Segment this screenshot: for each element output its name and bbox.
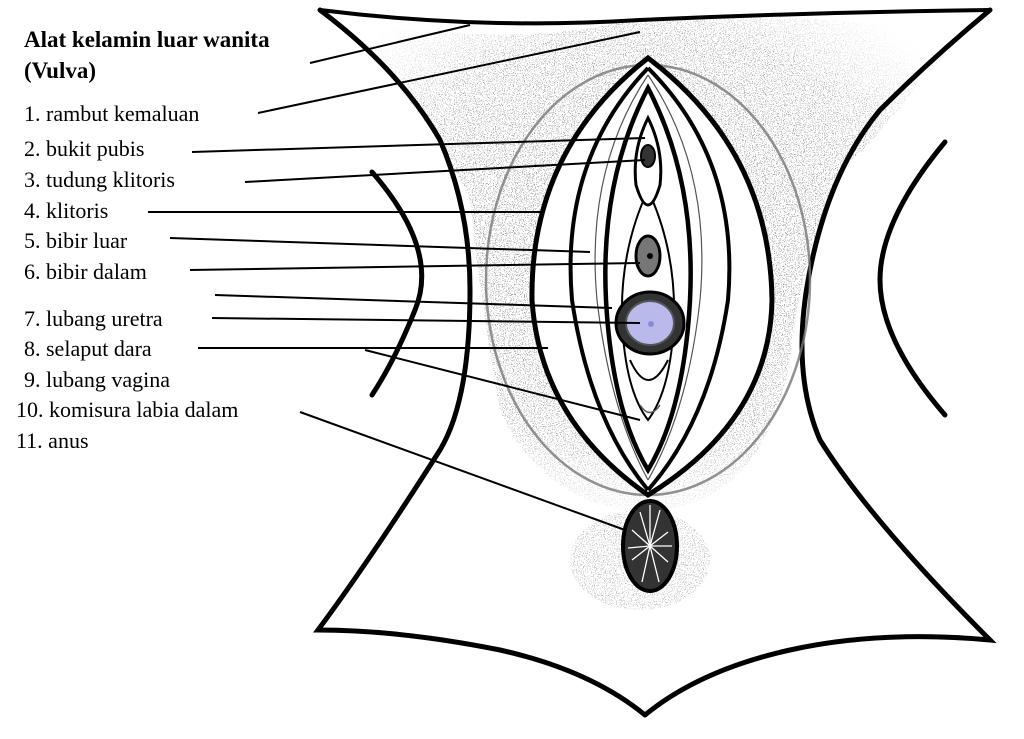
label-anus: 11. anus	[16, 428, 89, 453]
clitoris	[640, 144, 656, 168]
leader-extra	[214, 294, 613, 309]
label-bibir-luar: 5. bibir luar	[24, 228, 128, 253]
labia-majora-inner-right	[646, 66, 732, 492]
leader-3	[244, 159, 646, 183]
leader-5	[169, 237, 591, 253]
fold-thin-left	[594, 74, 649, 481]
label-bukit-pubis: 2. bukit pubis	[24, 136, 145, 161]
label-lubang-uretra: 7. lubang uretra	[24, 306, 163, 331]
label-bibir-dalam: 6. bibir dalam	[24, 259, 147, 284]
urethral-dot	[647, 253, 653, 259]
leader-6	[189, 262, 641, 271]
leader-7	[211, 317, 641, 324]
label-klitoris: 4. klitoris	[24, 198, 109, 223]
right-body-outline	[642, 7, 997, 718]
leader-2	[191, 137, 646, 153]
leader-lines	[148, 24, 646, 531]
leader-9	[364, 349, 641, 421]
leader-1	[309, 24, 471, 64]
leader-1b	[257, 31, 641, 114]
posterior-commissure	[629, 359, 669, 381]
label-tudung-klitoris: 3. tudung klitoris	[24, 167, 175, 192]
label-selaput-dara: 8. selaput dara	[24, 336, 152, 361]
right-thigh-curve	[877, 139, 948, 418]
diagram-title: Alat kelamin luar wanita (Vulva)	[24, 24, 354, 86]
title-line-1: Alat kelamin luar wanita	[24, 27, 270, 52]
fold-thin-right	[647, 74, 703, 481]
top-outline	[319, 8, 991, 26]
anus-folds	[627, 505, 672, 583]
left-body-outline	[313, 7, 648, 718]
label-komisura-labia-dalam: 10. komisura labia dalam	[16, 397, 239, 422]
label-lubang-vagina: 9. lubang vagina	[24, 367, 171, 392]
label-rambut-kemaluan: 1. rambut kemaluan	[24, 101, 200, 126]
title-line-2: (Vulva)	[24, 58, 96, 83]
labia-majora-inner-left	[568, 66, 650, 492]
vaginal-center	[648, 321, 654, 327]
fourchette-line	[639, 404, 661, 414]
leader-10	[299, 411, 626, 531]
